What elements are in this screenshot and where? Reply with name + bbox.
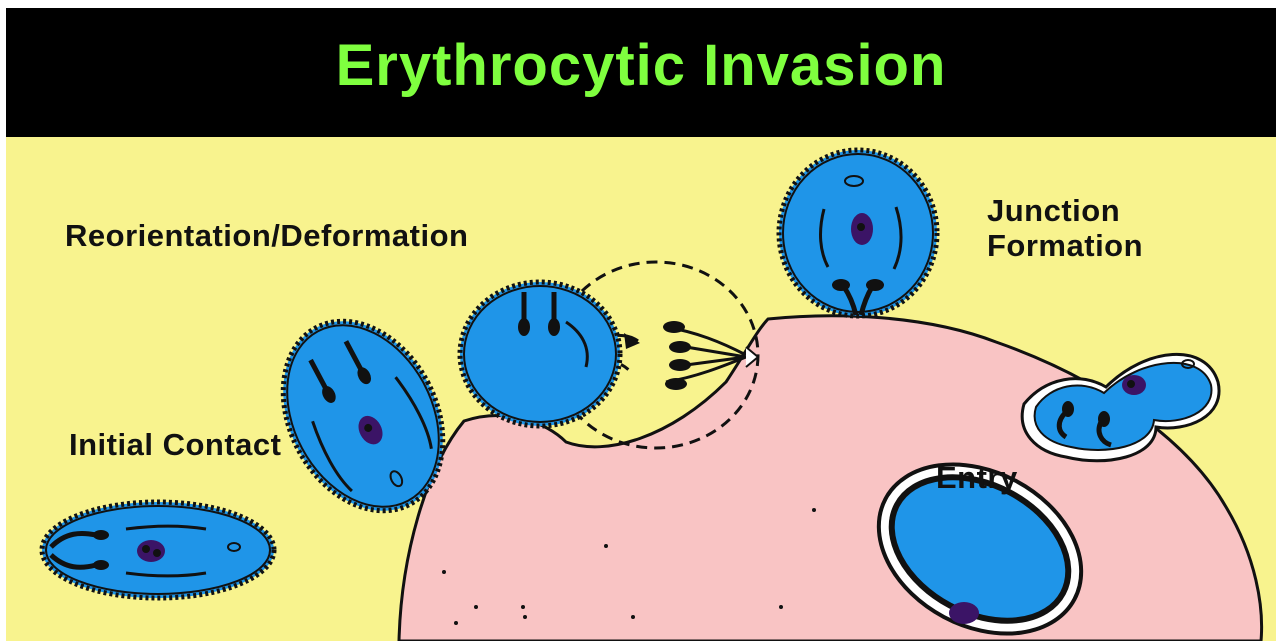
label-reorientation: Reorientation/Deformation (65, 218, 745, 253)
label-entry: Entry (936, 460, 1076, 495)
label-junction: Junction Formation (987, 193, 1227, 263)
merozoite-initial-contact (42, 502, 274, 598)
label-initial-contact: Initial Contact (69, 427, 289, 462)
title-bar: Erythrocytic Invasion (6, 8, 1276, 137)
merozoite-reorienting-2 (460, 282, 620, 426)
slide-title: Erythrocytic Invasion (6, 32, 1276, 99)
diagram-panel: Initial Contact Reorientation/Deformatio… (6, 137, 1276, 641)
merozoite-junction (779, 150, 937, 316)
slide: Erythrocytic Invasion (6, 8, 1276, 641)
